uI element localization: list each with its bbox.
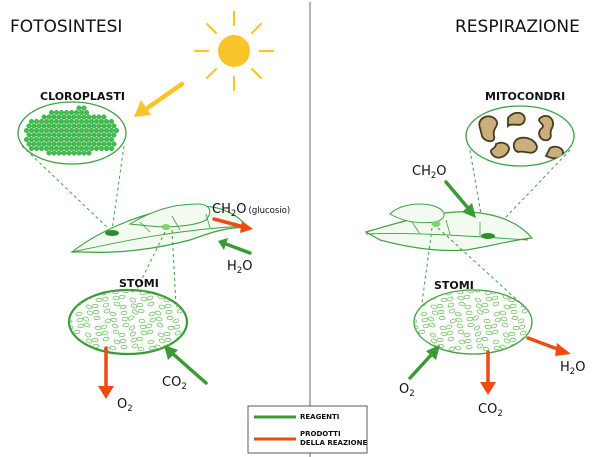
sunlight-arrow [134,81,185,117]
photosynthesis-title: FOTOSINTESI [10,17,122,37]
h2o-label-left: H2O [227,259,252,276]
zoom-lines-stomata-right [419,227,527,319]
co2-product-arrow-right [480,350,496,395]
h2o-reagent-arrow-left [218,238,252,255]
stomata-label-left: STOMI [119,277,159,290]
stomata-magnified-view-left [67,288,189,356]
h2o-product-arrow-right [526,336,571,356]
leaf-right [364,203,534,252]
zoom-lines-stomata-left [107,229,177,349]
co2-label-right: CO2 [478,402,503,419]
chloroplasts-label: CLOROPLASTI [40,90,125,103]
ch2o-reagent-arrow-right [444,180,476,218]
o2-label-right: O2 [399,382,415,399]
ch2o-label-right: CH2O [412,164,447,181]
legend-products-label-1: PRODOTTI [300,430,341,438]
o2-label-left: O2 [117,397,133,414]
mitochondria-label: MITOCONDRI [485,90,565,103]
zoom-lines-mitochondria [469,149,571,237]
o2-product-arrow-left [98,346,114,399]
co2-reagent-arrow-left [164,345,208,385]
legend: REAGENTI PRODOTTI DELLA REAZIONE [247,405,367,454]
stomata-label-right: STOMI [434,279,474,292]
mitochondria-cluster [478,111,564,160]
chloroplast-cluster [24,105,119,156]
sun-icon [193,10,275,92]
legend-reagents-label: REAGENTI [300,413,339,421]
crescent-moon-icon [374,20,410,69]
glucose-label: CH2O(glucosio) [212,202,290,219]
glucose-product-arrow [212,217,253,233]
h2o-label-right: H2O [560,360,585,377]
legend-products-label-2: DELLA REAZIONE [300,439,367,447]
o2-reagent-arrow-right [408,345,440,380]
zoom-lines-chloroplast [21,145,125,231]
stomata-magnified-view-right [413,289,533,355]
co2-label-left: CO2 [162,375,187,392]
respiration-title: RESPIRAZIONE [455,17,580,37]
